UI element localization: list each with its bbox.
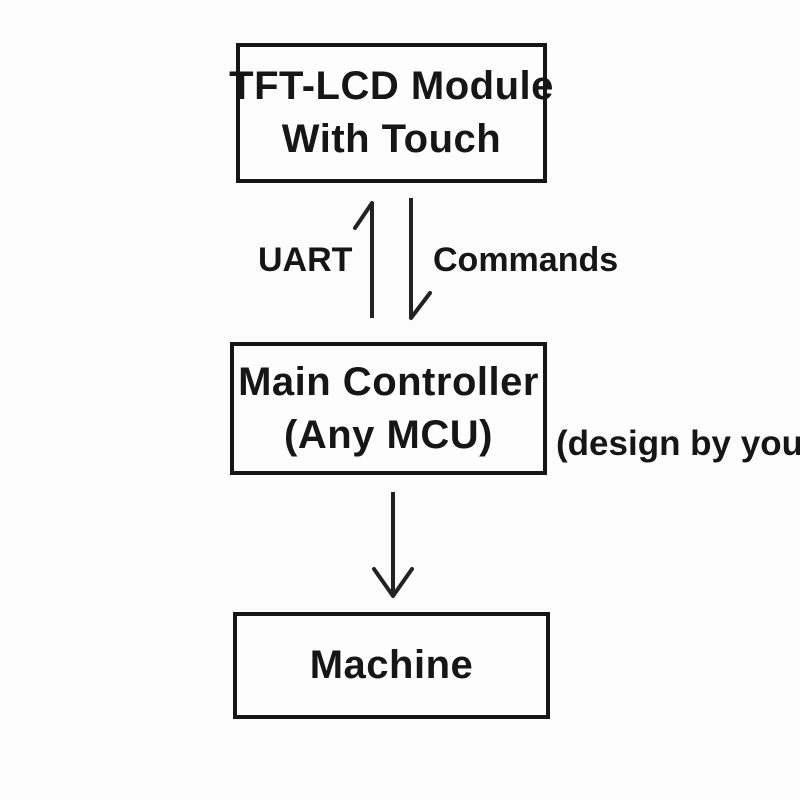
commands-edge-label: Commands [433,241,619,279]
node-machine-label: Machine [309,643,474,687]
node-tft-lcd-module: TFT-LCD Module With Touch [229,43,553,183]
node-machine: Machine [233,612,550,719]
uart-edge-label: UART [258,241,353,279]
commands-down-arrow [409,198,432,320]
uart-up-arrow [353,201,374,318]
node-main-controller-label-line2: (Any MCU) [284,412,493,457]
controller-to-machine-arrow [372,492,414,598]
node-tft-lcd-module-label-line2: With Touch [281,117,502,161]
node-tft-lcd-module-label-line1: TFT-LCD Module [229,64,554,108]
node-main-controller: Main Controller (Any MCU) [230,342,547,475]
design-by-yourself-note: (design by yourself) [556,424,800,463]
node-main-controller-label-line1: Main Controller [238,359,539,404]
